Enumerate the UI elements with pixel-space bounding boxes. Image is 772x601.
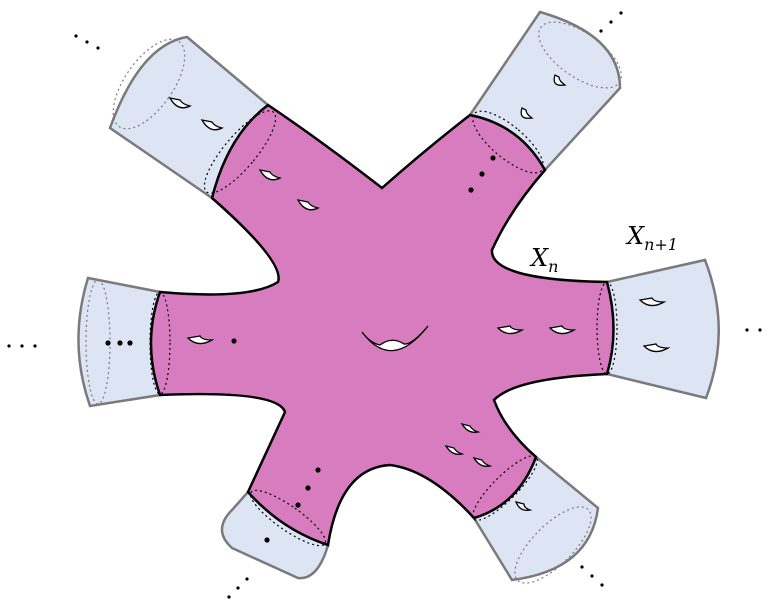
center-handle [361, 325, 429, 352]
label-xn: Xn [529, 244, 558, 276]
xn-subscript: n [548, 257, 558, 276]
label-xn1: Xn+1 [625, 222, 678, 254]
xn1-subscript: n+1 [644, 235, 678, 254]
svg-text:Xn: Xn [529, 244, 558, 276]
core-surface [149, 103, 618, 547]
tube-lower-left [220, 490, 330, 580]
xn1-base: X [625, 222, 645, 250]
tube-right [605, 258, 720, 400]
handles [168, 74, 671, 511]
dot-markers [7, 11, 762, 599]
svg-text:Xn+1: Xn+1 [625, 222, 678, 254]
xn-base: X [529, 244, 549, 272]
